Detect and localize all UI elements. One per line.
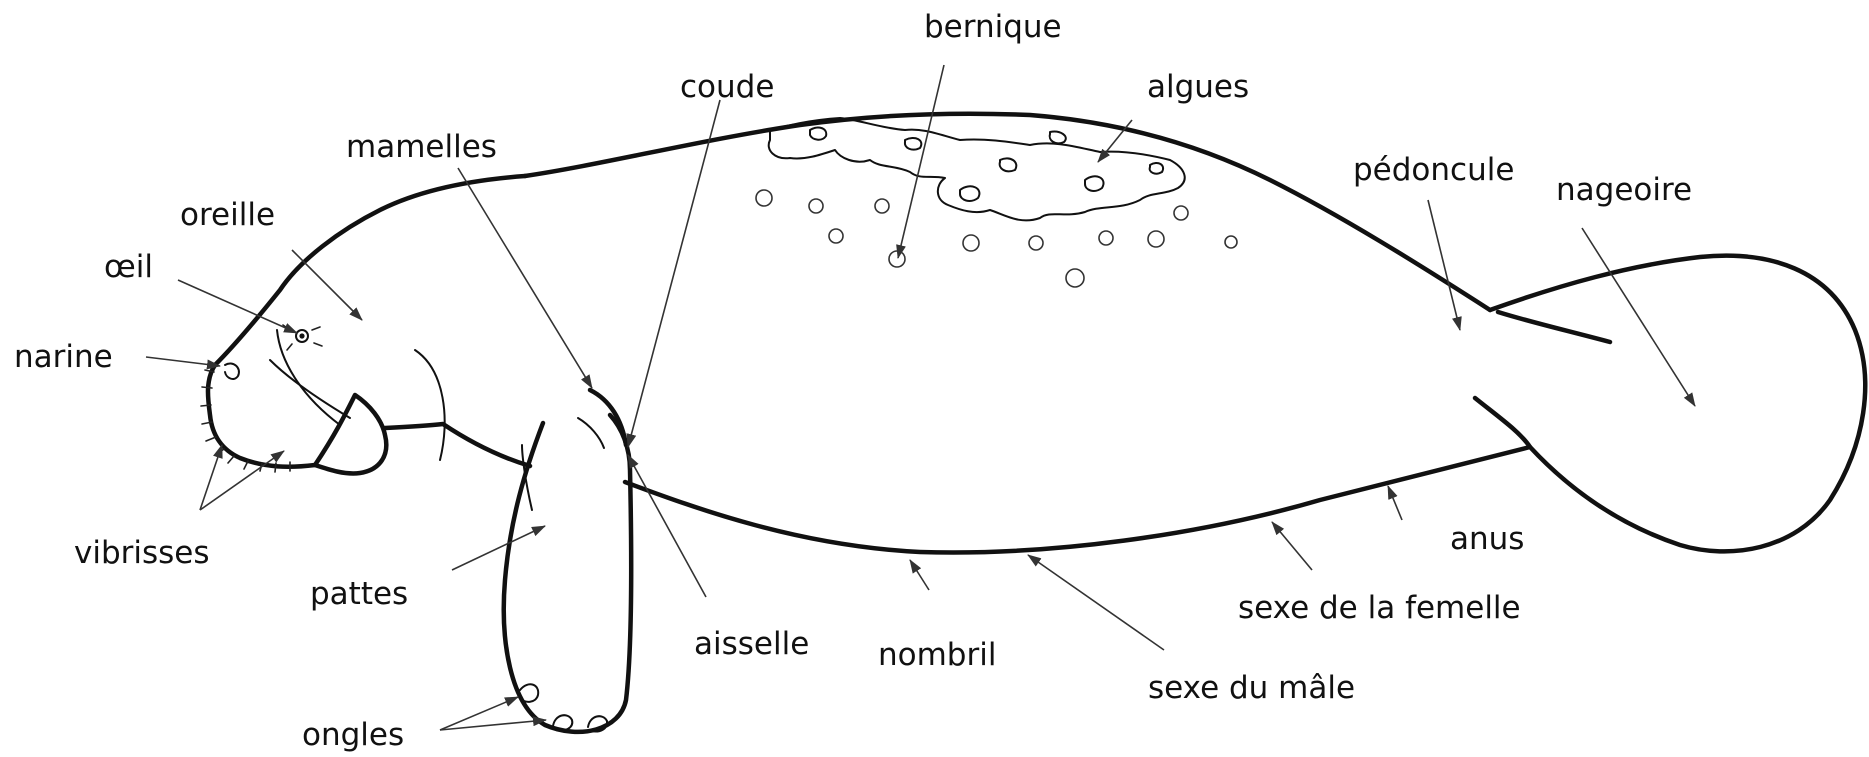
label-algues: algues (1147, 69, 1249, 105)
label-oreille: oreille (180, 197, 275, 233)
label-sexe-male: sexe du mâle (1148, 670, 1355, 706)
label-ongles: ongles (302, 717, 404, 753)
label-oeil: œil (104, 249, 153, 285)
label-anus: anus (1450, 521, 1524, 557)
label-nombril: nombril (878, 637, 996, 673)
label-narine: narine (14, 339, 113, 375)
label-aisselle: aisselle (694, 626, 809, 662)
label-sexe-femelle: sexe de la femelle (1238, 590, 1521, 626)
label-pattes: pattes (310, 576, 408, 612)
label-nageoire: nageoire (1556, 172, 1692, 208)
label-mamelles: mamelles (346, 129, 497, 165)
label-coude: coude (680, 69, 774, 105)
barnacles (756, 190, 1237, 287)
label-vibrisses: vibrisses (74, 535, 210, 571)
label-bernique: bernique (924, 9, 1062, 45)
label-pedoncule: pédoncule (1353, 152, 1514, 188)
